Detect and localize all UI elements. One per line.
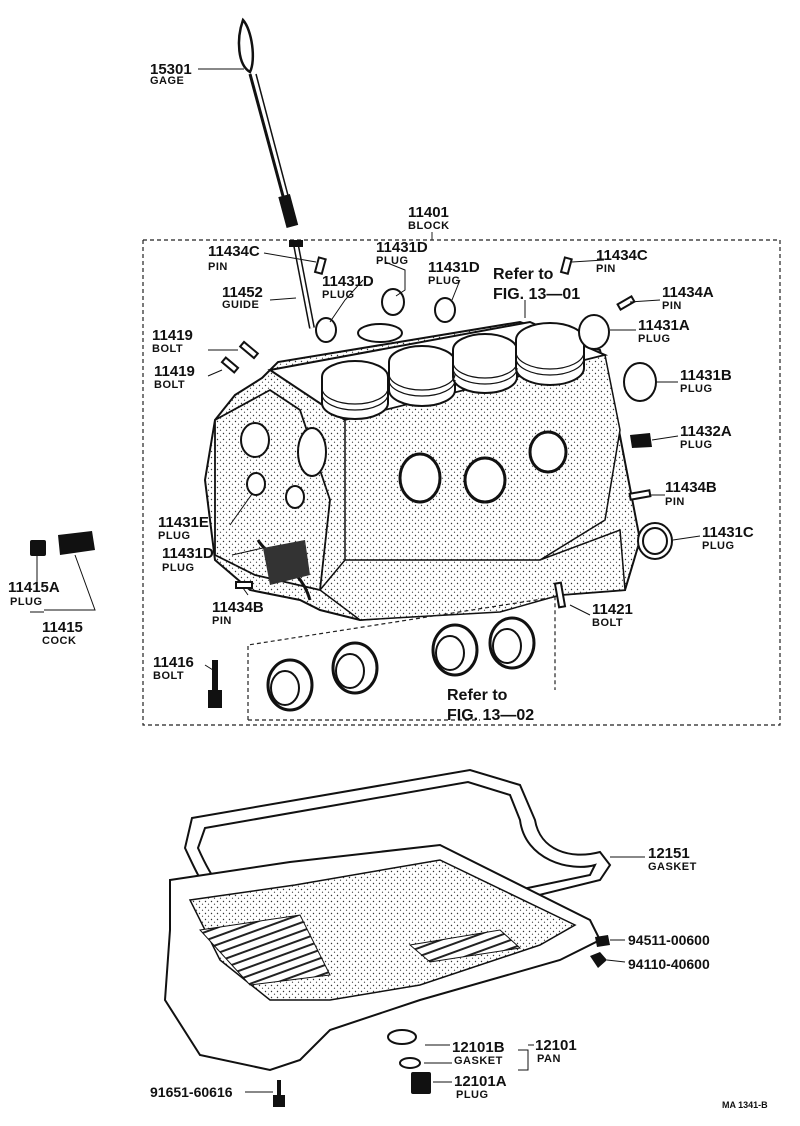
- part-number-plug-11431c: 11431C: [702, 524, 754, 541]
- part-name-plug-top-b: PLUG: [428, 275, 461, 287]
- part-number-bolt-a: 11419: [152, 327, 193, 344]
- part-number-gasket-12101b: 12101B: [452, 1039, 505, 1056]
- part-name-plug-11431b: PLUG: [680, 383, 713, 395]
- part-number-pin-right: 11434C: [596, 247, 648, 264]
- part-number-pin-left: 11434C: [208, 243, 260, 260]
- part-number-cock: 11415: [42, 619, 83, 636]
- part-number-plug-left: 11431D: [322, 273, 374, 290]
- part-number-bolt-91651: 91651-60616: [150, 1084, 233, 1100]
- part-name-block: BLOCK: [408, 220, 450, 232]
- part-name-plug-11431a: PLUG: [638, 333, 671, 345]
- part-name-plug-11431e: PLUG: [158, 530, 191, 542]
- part-number-pin-11434b-left: 11434B: [212, 599, 264, 616]
- part-number-pan: 12101: [535, 1037, 577, 1054]
- reference-fig-13-01-line1: Refer to: [493, 266, 554, 283]
- part-name-plug-11415a: PLUG: [10, 596, 43, 608]
- oil-pan-drawing: [163, 843, 602, 1072]
- part-number-plug-top-b: 11431D: [428, 259, 480, 276]
- part-name-cock: COCK: [42, 635, 77, 647]
- part-name-plug-top-a: PLUG: [376, 255, 409, 267]
- part-number-plug-11415a: 11415A: [8, 579, 60, 596]
- part-name-bolt-11421: BOLT: [592, 617, 624, 629]
- part-number-plug-top-a: 11431D: [376, 239, 428, 256]
- part-number-pin-11434a: 11434A: [662, 284, 714, 301]
- block-hardware-drawing: [220, 256, 673, 609]
- part-number-gasket-12151: 12151: [648, 845, 690, 862]
- part-number-bolt-b: 11419: [154, 363, 195, 380]
- part-name-plug-left: PLUG: [322, 289, 355, 301]
- part-name-gage: GAGE: [150, 75, 185, 87]
- reference-fig-13-01-line2: FIG. 13—01: [493, 286, 581, 303]
- part-number-nut-94511: 94511-00600: [628, 932, 710, 948]
- part-number-plug-11431a: 11431A: [638, 317, 690, 334]
- part-number-nut-94110: 94110-40600: [628, 956, 710, 972]
- part-number-bolt-11416: 11416: [153, 654, 194, 671]
- part-name-plug-11431c: PLUG: [702, 540, 735, 552]
- part-number-plug-11431e: 11431E: [158, 514, 209, 531]
- part-name-pin-right: PIN: [596, 263, 616, 275]
- cylinder-block-drawing: [203, 240, 642, 622]
- dipstick-gage-drawing: [198, 17, 299, 228]
- part-number-bolt-11421: 11421: [592, 601, 633, 618]
- part-name-gasket-12151: GASKET: [648, 861, 697, 873]
- part-number-pin-11434b-right: 11434B: [665, 479, 717, 496]
- part-number-block: 11401: [408, 204, 449, 221]
- leader-lines: [30, 252, 701, 1093]
- part-name-guide: GUIDE: [222, 299, 260, 311]
- part-number-guide: 11452: [222, 284, 263, 301]
- part-name-bolt-11416: BOLT: [153, 670, 185, 682]
- part-number-plug-lower: 11431D: [162, 545, 214, 562]
- reference-fig-13-02-line1: Refer to: [447, 687, 508, 704]
- part-name-plug-lower: PLUG: [162, 562, 195, 574]
- part-name-plug-11432a: PLUG: [680, 439, 713, 451]
- part-number-plug-12101a: 12101A: [454, 1073, 507, 1090]
- part-name-plug-12101a: PLUG: [456, 1089, 489, 1101]
- part-name-bolt-b: BOLT: [154, 379, 186, 391]
- part-name-pin-11434b-left: PIN: [212, 615, 232, 627]
- part-number-plug-11432a: 11432A: [680, 423, 732, 440]
- part-name-pin-left: PIN: [208, 261, 228, 273]
- part-name-gasket-12101b: GASKET: [454, 1055, 503, 1067]
- part-name-pan: PAN: [537, 1053, 561, 1065]
- part-name-pin-11434b-right: PIN: [665, 496, 685, 508]
- reference-fig-13-02-line2: FIG. 13—02: [447, 707, 535, 724]
- part-number-plug-11431b: 11431B: [680, 367, 732, 384]
- part-name-pin-11434a: PIN: [662, 300, 682, 312]
- part-name-bolt-a: BOLT: [152, 343, 184, 355]
- diagram-code: MA 1341-B: [722, 1100, 768, 1110]
- part-number-gage: 15301: [150, 61, 192, 78]
- bearing-shells-drawing: [247, 596, 556, 721]
- block-assembly-boundary: [142, 239, 781, 726]
